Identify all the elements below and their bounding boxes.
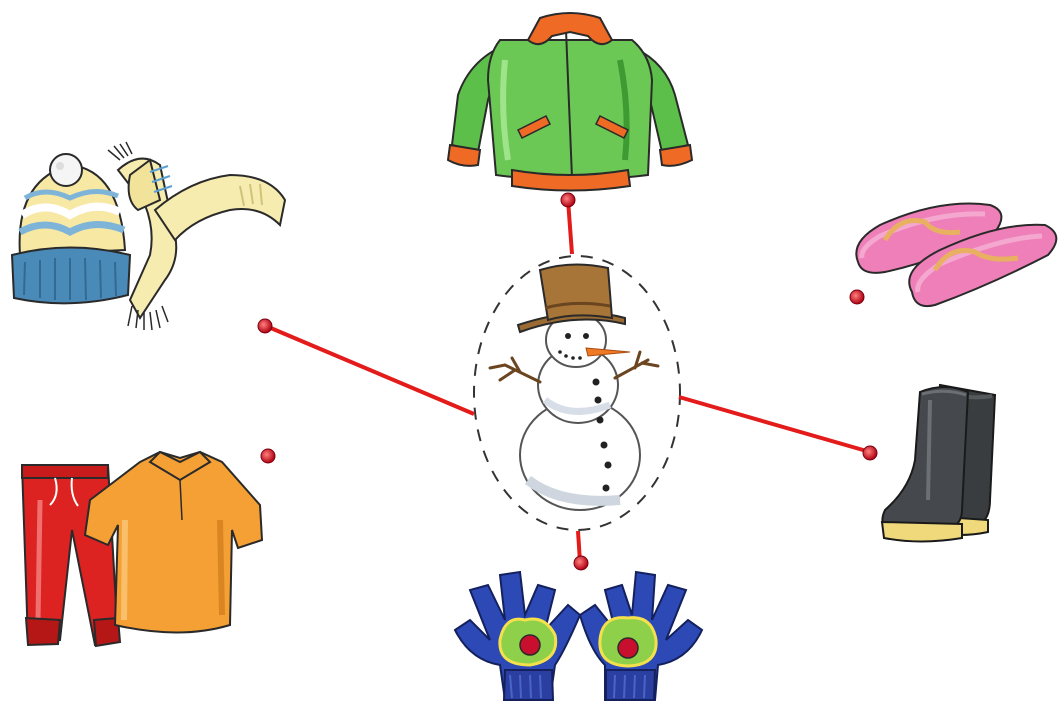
mittens-icon <box>455 572 702 700</box>
jacket-icon <box>448 13 692 191</box>
line-boots <box>679 397 870 452</box>
snowman-icon <box>474 256 680 530</box>
boots-icon <box>882 385 995 542</box>
line-hat-scarf <box>266 326 474 414</box>
dot-jacket[interactable] <box>561 193 575 207</box>
dot-hat-scarf[interactable] <box>258 319 272 333</box>
dot-flip-flops[interactable] <box>850 290 864 304</box>
hat-scarf-icon <box>12 142 285 330</box>
dot-boots[interactable] <box>863 446 877 460</box>
line-jacket <box>568 200 572 254</box>
dot-shirt-pants[interactable] <box>261 449 275 463</box>
shirt-pants-icon <box>22 452 262 646</box>
dot-mittens[interactable] <box>574 556 588 570</box>
flip-flops-icon <box>856 204 1056 307</box>
